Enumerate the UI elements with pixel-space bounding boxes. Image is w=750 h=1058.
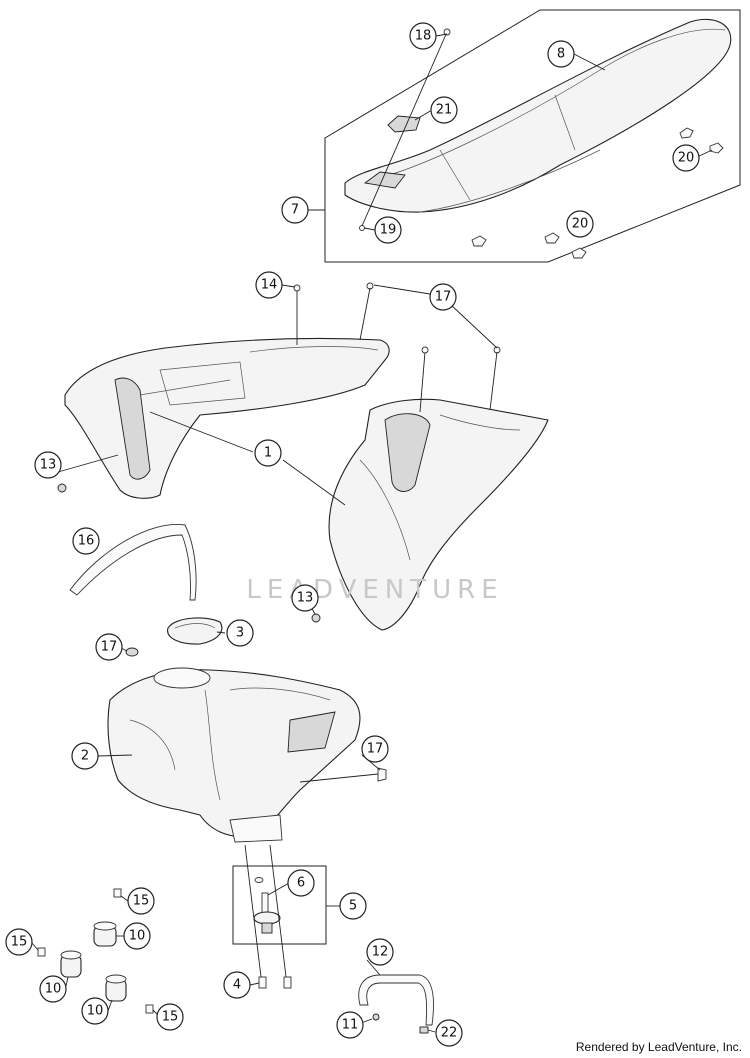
callout-4: 4: [223, 971, 251, 999]
svg-text:13: 13: [40, 458, 57, 473]
callout-18: 18: [409, 22, 437, 50]
callout-15-bottom: 15: [156, 1003, 184, 1031]
grommet: [125, 647, 139, 657]
callout-20-lower: 20: [566, 210, 594, 238]
callout-3: 3: [226, 619, 254, 647]
svg-text:15: 15: [11, 935, 28, 950]
breather-hose: [69, 524, 197, 601]
svg-text:3: 3: [236, 626, 244, 641]
callout-10-top: 10: [123, 922, 151, 950]
callout-6: 6: [287, 869, 315, 897]
svg-text:6: 6: [297, 876, 305, 891]
seat-screw-shaft: [361, 31, 448, 227]
callout-16: 16: [72, 527, 100, 555]
rubber-buffers: [60, 921, 127, 1002]
seat-clips: [471, 127, 724, 259]
callout-5: 5: [339, 892, 367, 920]
svg-text:15: 15: [133, 894, 150, 909]
hose-fitting: [419, 1026, 429, 1034]
svg-text:17: 17: [367, 742, 384, 757]
seat-group-frame: [324, 9, 741, 263]
seat-bracket: [387, 115, 421, 133]
svg-text:7: 7: [291, 203, 299, 218]
callout-17-shroud: 17: [429, 283, 457, 311]
callout-11: 11: [336, 1011, 364, 1039]
seat-screw-head: [443, 28, 451, 36]
svg-text:19: 19: [380, 223, 397, 238]
callout-10-bottom: 10: [81, 997, 109, 1025]
fuel-hose: [358, 974, 434, 1026]
leader-lines: [31, 33, 713, 1033]
svg-text:21: 21: [436, 103, 453, 118]
svg-text:10: 10: [87, 1004, 104, 1019]
callout-21: 21: [430, 96, 458, 124]
bolt-a: [258, 976, 267, 989]
watermark: LEADVENTURE: [246, 575, 503, 605]
callout-19: 19: [374, 216, 402, 244]
seat-screw-end: [359, 225, 365, 231]
callout-22: 22: [435, 1019, 463, 1047]
svg-text:10: 10: [129, 929, 146, 944]
svg-text:1: 1: [264, 446, 272, 461]
callout-1: 1: [254, 439, 282, 467]
right-shroud: [328, 346, 549, 631]
svg-text:17: 17: [101, 640, 118, 655]
buffer-screws: [37, 888, 154, 1014]
bolt-line-a: [244, 844, 263, 986]
callout-12: 12: [366, 938, 394, 966]
hose-clamp: [372, 1013, 380, 1021]
callout-8: 8: [547, 40, 575, 68]
tank-screw-head: [377, 767, 387, 782]
callout-14: 14: [255, 271, 283, 299]
svg-text:4: 4: [233, 978, 241, 993]
fuel-pump-box: [232, 865, 327, 945]
bolt-line-b: [269, 844, 288, 986]
callout-15-left: 15: [5, 928, 33, 956]
nut-a: [57, 483, 67, 493]
svg-text:20: 20: [572, 217, 589, 232]
left-shroud: [64, 284, 390, 499]
nut-b: [311, 613, 321, 623]
callout-15-top: 15: [127, 887, 155, 915]
svg-text:20: 20: [678, 151, 695, 166]
callout-20-upper: 20: [672, 144, 700, 172]
seat: [344, 18, 732, 213]
svg-text:15: 15: [162, 1010, 179, 1025]
svg-text:16: 16: [78, 534, 95, 549]
svg-text:10: 10: [45, 982, 62, 997]
svg-text:8: 8: [557, 47, 565, 62]
svg-text:22: 22: [441, 1026, 458, 1041]
callout-13-right: 13: [291, 584, 319, 612]
svg-text:13: 13: [297, 591, 314, 606]
svg-text:12: 12: [372, 945, 389, 960]
svg-text:11: 11: [342, 1018, 359, 1033]
fuel-cap: [167, 617, 223, 645]
callout-17-grommet: 17: [95, 633, 123, 661]
callout-2: 2: [71, 742, 99, 770]
svg-text:2: 2: [81, 749, 89, 764]
callout-7: 7: [281, 196, 309, 224]
svg-text:5: 5: [349, 899, 357, 914]
tank-screw-shaft: [299, 773, 379, 783]
fuel-valve: [253, 877, 281, 934]
bolt-b: [283, 976, 292, 989]
rendered-by-credit: Rendered by LeadVenture, Inc.: [575, 1040, 742, 1054]
svg-text:17: 17: [435, 290, 452, 305]
callout-17-tank: 17: [361, 735, 389, 763]
callout-10-left: 10: [39, 975, 67, 1003]
callout-13-left: 13: [34, 451, 62, 479]
fuel-tank: [107, 667, 361, 843]
svg-text:14: 14: [261, 278, 278, 293]
svg-text:18: 18: [415, 29, 432, 44]
